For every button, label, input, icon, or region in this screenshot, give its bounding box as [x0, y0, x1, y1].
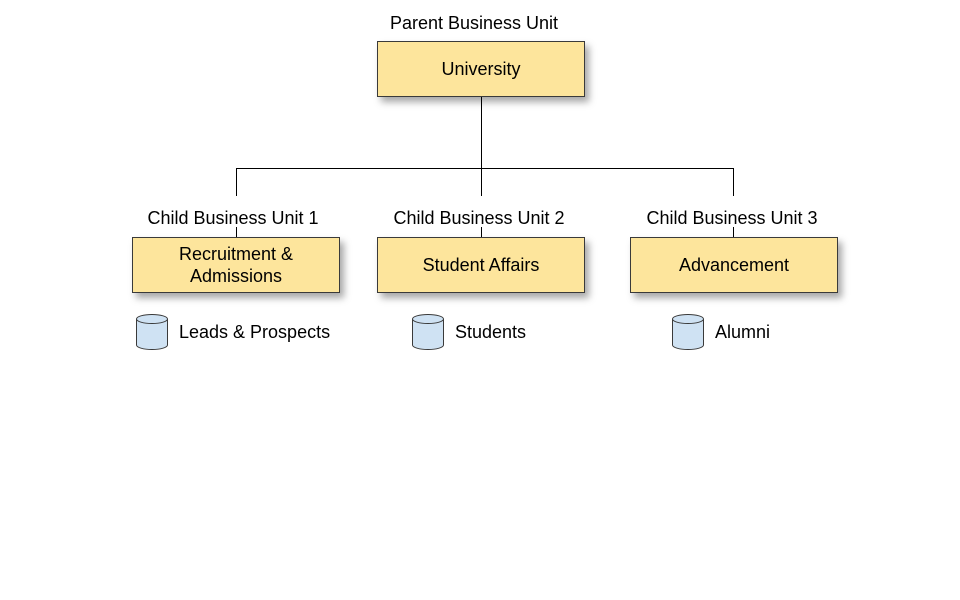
child-1-unit-box[interactable]: Recruitment & Admissions: [132, 237, 340, 293]
child-1-caption: Child Business Unit 1: [147, 208, 319, 228]
child-3-unit-name: Advancement: [678, 255, 790, 275]
child-2-database-label: Students: [455, 322, 527, 342]
database-cylinder-icon: [672, 314, 704, 350]
parent-unit-box[interactable]: University: [377, 41, 585, 97]
child-3-database-label: Alumni: [715, 322, 771, 342]
child-2-unit-box[interactable]: Student Affairs: [377, 237, 585, 293]
child-1-database-label: Leads & Prospects: [179, 322, 331, 342]
child-2-caption: Child Business Unit 2: [393, 208, 565, 228]
child-2-unit-name: Student Affairs: [422, 255, 540, 275]
child-1-unit-name: Recruitment & Admissions: [178, 244, 294, 286]
parent-caption: Parent Business Unit: [389, 13, 559, 33]
child-3-caption: Child Business Unit 3: [646, 208, 818, 228]
database-cylinder-icon: [412, 314, 444, 350]
parent-unit-name: University: [441, 59, 521, 79]
database-cylinder-icon: [136, 314, 168, 350]
child-3-unit-box[interactable]: Advancement: [630, 237, 838, 293]
